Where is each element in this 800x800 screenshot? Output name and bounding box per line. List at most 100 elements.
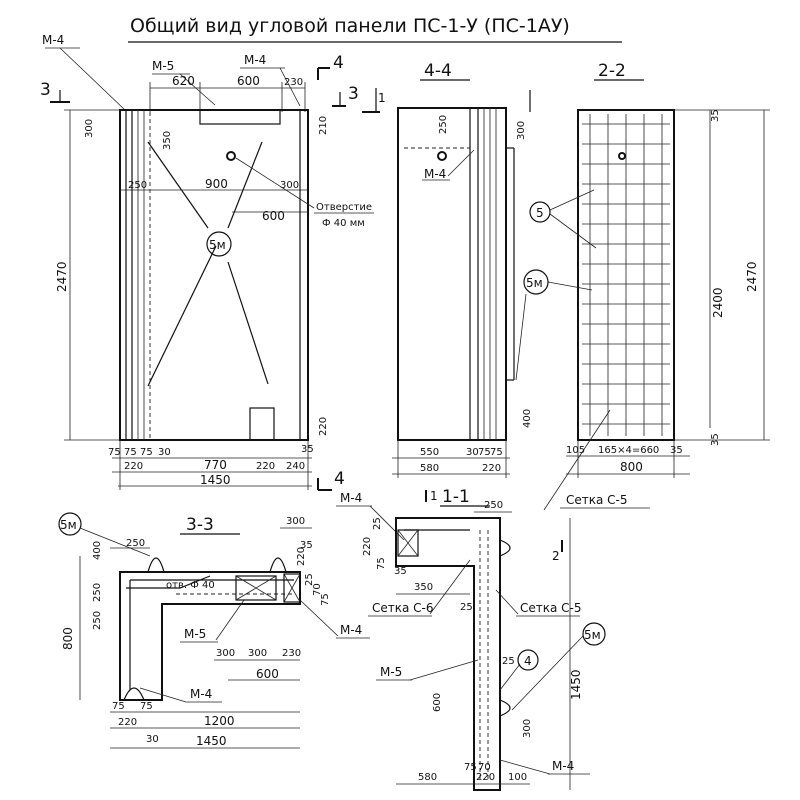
dim-30-44: 30 (466, 447, 479, 458)
dim-300-11: 300 (522, 719, 533, 738)
dim-230: 230 (284, 77, 303, 88)
dim-250-33: 250 (126, 538, 145, 549)
label-m4-44: М-4 (424, 167, 446, 181)
dim-1450-33: 1450 (196, 734, 227, 748)
dim-220-44: 220 (482, 463, 501, 474)
cut-mark-3-right: 3 (348, 84, 359, 104)
dim-220b-33: 220 (118, 717, 137, 728)
mark-5m-main: 5м (209, 238, 226, 252)
label-m4-topleft: М-4 (42, 33, 64, 47)
dim-25b-11: 25 (460, 602, 473, 613)
dim-105-22: 105 (566, 445, 585, 456)
dim-300-33-top: 300 (286, 516, 305, 527)
dim-600-11: 600 (432, 693, 443, 712)
cut-mark-3-left: 3 (40, 80, 51, 100)
dim-350-main: 350 (162, 131, 173, 150)
dim-75b-33: 75 (112, 701, 125, 712)
dim-30: 30 (158, 447, 171, 458)
dim-2470-main: 2470 (55, 261, 69, 292)
dim-75b-44: 75 (490, 447, 503, 458)
cut-mark-2-11: 2 (552, 549, 560, 563)
cut-mark-4-top: 4 (333, 53, 344, 73)
dim-770: 770 (204, 458, 227, 472)
mesh-c5-label-11: Сетка С-5 (520, 601, 582, 615)
cut-mark-1: 1 (430, 489, 438, 503)
dim-250-11: 250 (484, 500, 503, 511)
dim-230-33: 230 (282, 648, 301, 659)
dim-220-main-right: 220 (318, 417, 329, 436)
mark-4-11: 4 (524, 654, 532, 668)
dim-600-main-inner: 600 (262, 209, 285, 223)
label-m5-11: М-5 (380, 665, 402, 679)
view-2-2: 2-2 5 5м 35 2400 2470 35 105 165×4=660 3… (515, 61, 770, 511)
label-m4-top: М-4 (244, 53, 266, 67)
dim-35-main: 35 (301, 444, 314, 455)
mark-5m-22: 5м (526, 276, 543, 290)
dim-35c-22: 35 (710, 433, 721, 446)
dim-300c-33: 300 (248, 648, 267, 659)
dim-75a: 75 (108, 447, 121, 458)
view-4-4-title: 4-4 (424, 61, 452, 81)
dim-250-44: 250 (438, 115, 449, 134)
mesh-c6-label: Сетка С-6 (372, 601, 434, 615)
dim-1450-main: 1450 (200, 473, 231, 487)
view-1-1: 1 1-1 250 М-4 4 5м Сетка С-6 Сетка С-5 М… (336, 487, 606, 791)
view-2-2-title: 2-2 (598, 61, 626, 81)
dim-400-33: 400 (92, 541, 103, 560)
dim-300-44: 300 (516, 121, 527, 140)
dim-250-main: 250 (128, 180, 147, 191)
dim-35-11: 35 (394, 566, 407, 577)
dim-220c-bottom: 220 (256, 461, 275, 472)
dim-580-44: 580 (420, 463, 439, 474)
dim-620: 620 (172, 74, 195, 88)
dim-350-11: 350 (414, 582, 433, 593)
dim-220-bottom: 220 (124, 461, 143, 472)
dim-75b: 75 (124, 447, 137, 458)
dim-75c-33: 75 (140, 701, 153, 712)
dim-35a-22: 35 (710, 109, 721, 122)
mesh-c5-label-22: Сетка С-5 (566, 493, 628, 507)
dim-25-33: 25 (304, 573, 315, 586)
dim-550-44: 550 (420, 447, 439, 458)
dim-70-33: 70 (312, 583, 323, 596)
dim-600: 600 (237, 74, 260, 88)
dim-30-33: 30 (146, 734, 159, 745)
cut-mark-1-right: 1 (378, 91, 386, 105)
cut-mark-4-bottom: 4 (334, 469, 345, 489)
dim-250b-33: 250 (92, 583, 103, 602)
label-m5-top: М-5 (152, 59, 174, 73)
dim-75c: 75 (140, 447, 153, 458)
dim-220b-11: 220 (476, 772, 495, 783)
dim-800-33: 800 (61, 627, 75, 650)
dim-600-33: 600 (256, 667, 279, 681)
dim-75-44: 75 (478, 447, 491, 458)
view-3-3: 3-3 5м отв. Ф 40 М-5 М-4 М-4 250 (58, 512, 370, 749)
label-m4-33-bottom: М-4 (190, 687, 212, 701)
dim-300-main-inner: 300 (280, 180, 299, 191)
dim-25c-11: 25 (502, 656, 515, 667)
dim-300-main-left: 300 (84, 119, 95, 138)
mark-5m-33: 5м (60, 518, 77, 532)
dim-300b-33: 300 (216, 648, 235, 659)
dim-1450-11: 1450 (569, 669, 583, 700)
view-4-4: 4-4 М-4 250 300 400 550 30 75 75 580 220 (392, 61, 533, 478)
dim-220-33: 220 (296, 547, 307, 566)
dim-100-11: 100 (508, 772, 527, 783)
label-m4-11-top: М-4 (340, 491, 362, 505)
dim-220-11: 220 (362, 537, 373, 556)
main-elevation-view: 3 М-4 М-5 М-4 4 3 1 620 600 230 (40, 33, 386, 491)
dim-70-11: 70 (478, 762, 491, 773)
dim-75-33: 75 (320, 593, 331, 606)
dim-240: 240 (286, 461, 305, 472)
opening-size: Ф 40 мм (322, 218, 365, 229)
dim-400-44: 400 (522, 409, 533, 428)
dim-210-main: 210 (318, 116, 329, 135)
view-3-3-title: 3-3 (186, 515, 214, 535)
dim-75-11: 75 (376, 557, 387, 570)
mark-5m-11: 5м (584, 628, 601, 642)
label-m4-11-bottom: М-4 (552, 759, 574, 773)
dim-35b-22: 35 (670, 445, 683, 456)
dim-900-main: 900 (205, 177, 228, 191)
label-m4-33-right: М-4 (340, 623, 362, 637)
